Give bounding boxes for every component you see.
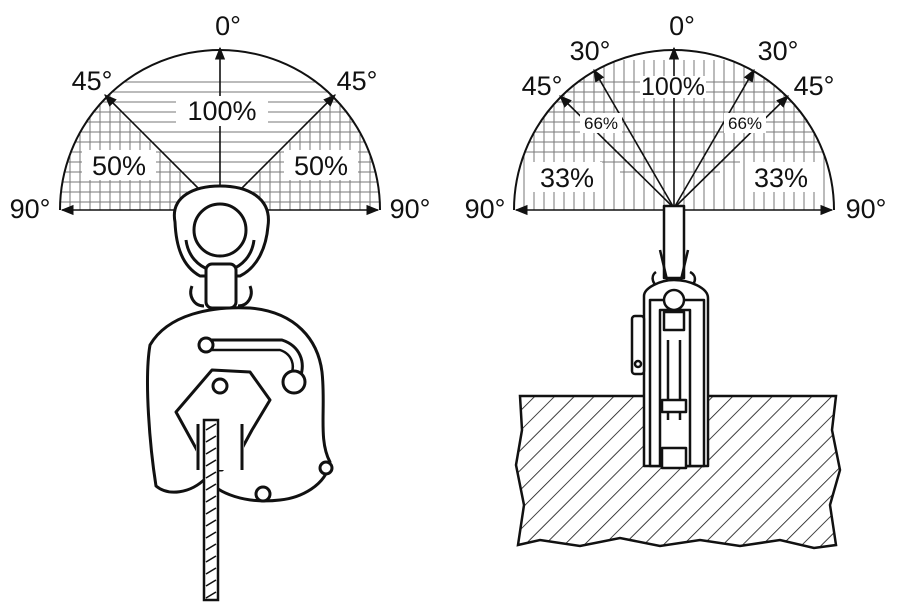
left-capacity-50-right: 50% [294, 151, 348, 181]
left-label-45-left: 45° [72, 66, 113, 96]
right-arrow-45-right [673, 95, 789, 209]
left-capacity-100: 100% [187, 96, 256, 126]
right-diagram: 0° 30° 30° 45° 45° 90° 90° 100% 66% 66% … [465, 11, 887, 550]
left-label-90-right: 90° [390, 194, 431, 224]
right-capacity-66-left: 66% [584, 114, 618, 133]
right-arrow-30-right [673, 68, 755, 209]
right-capacity-66-right: 66% [728, 114, 762, 133]
left-capacity-50-left: 50% [92, 151, 146, 181]
right-capacity-33-left: 33% [540, 163, 594, 193]
right-label-30-left: 30° [570, 36, 611, 66]
right-capacity-33-right: 33% [754, 163, 808, 193]
hatched-load-block [514, 394, 842, 550]
left-label-90-left: 90° [10, 194, 51, 224]
right-arrow-30-left [593, 68, 675, 209]
right-label-90-right: 90° [846, 194, 887, 224]
left-label-0: 0° [215, 11, 241, 41]
vertical-lifting-clamp-drawing [146, 184, 334, 503]
right-label-45-left: 45° [522, 71, 563, 101]
right-label-90-left: 90° [465, 194, 506, 224]
right-label-30-right: 30° [758, 36, 799, 66]
left-diagram: 0° 45° 45° 90° 90° 100% 50% 50% [10, 11, 431, 602]
right-capacity-100: 100% [641, 73, 705, 101]
left-plate [202, 418, 220, 602]
left-label-45-right: 45° [337, 66, 378, 96]
right-arrow-45-left [559, 95, 675, 209]
horizontal-lifting-clamp-drawing [630, 204, 710, 470]
right-label-45-right: 45° [794, 71, 835, 101]
right-label-0: 0° [669, 11, 695, 41]
